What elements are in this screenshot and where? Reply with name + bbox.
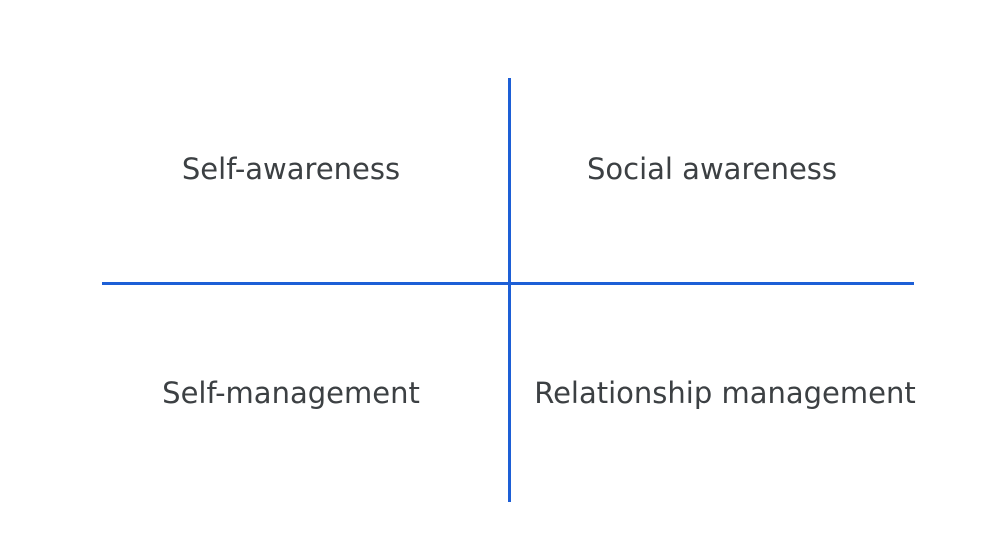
quadrant-self-awareness: Self-awareness bbox=[181, 152, 401, 186]
horizontal-axis bbox=[102, 282, 914, 285]
quadrant-social-awareness: Social awareness bbox=[586, 152, 838, 186]
vertical-axis bbox=[508, 78, 511, 502]
quadrant-self-management: Self-management bbox=[162, 376, 420, 410]
quadrant-relationship-management: Relationship management bbox=[534, 376, 916, 410]
